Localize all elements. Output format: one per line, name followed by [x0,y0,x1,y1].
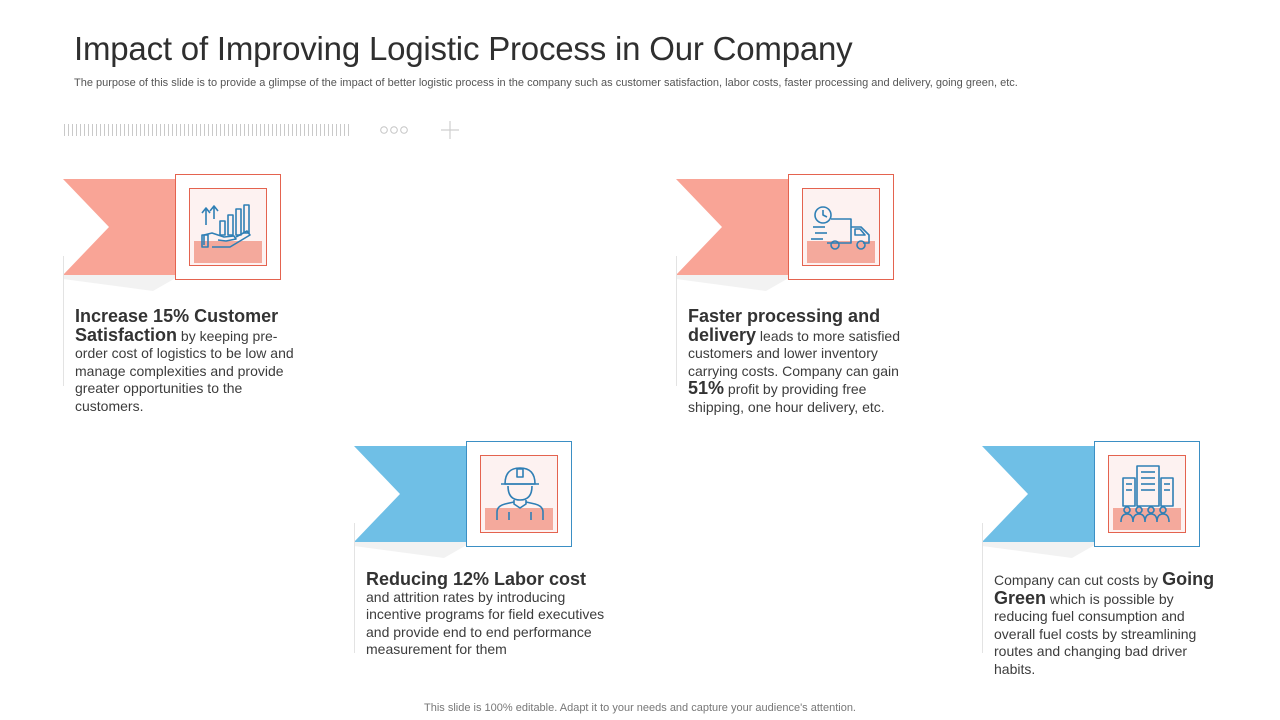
card-heading: Reducing 12% Labor cost [366,569,587,589]
slide-subtitle: The purpose of this slide is to provide … [74,77,1018,89]
card-customer-satisfaction: Increase 15% Customer Satisfaction by ke… [63,174,303,434]
card-heading: Going Green [994,569,1215,608]
card-heading: Increase 15% Customer Satisfaction [75,306,279,345]
decorative-dots-icon [380,126,408,134]
card-body: and attrition rates by introducing incen… [366,588,605,658]
icon-frame [788,174,894,280]
card-text: Increase 15% Customer Satisfaction by ke… [75,306,300,415]
icon-frame [466,441,572,547]
card-body-lead: Company can cut costs by [994,572,1163,588]
card-body-cont: profit by providing free shipping, one h… [688,381,885,415]
green-building-people-icon [1120,465,1174,523]
card-labor-cost: Reducing 12% Labor cost and attrition ra… [354,441,614,671]
card-text: Company can cut costs by Going Green whi… [994,569,1219,678]
salmon-ribbon [63,179,181,291]
card-highlight: 51% [688,378,725,398]
card-faster-delivery: Faster processing and delivery leads to … [676,174,926,434]
icon-frame [175,174,281,280]
blue-ribbon [354,446,472,558]
card-text: Faster processing and delivery leads to … [688,306,918,416]
card-going-green: Company can cut costs by Going Green whi… [982,441,1222,691]
card-body: which is possible by reducing fuel consu… [994,590,1197,677]
delivery-truck-icon [811,206,870,250]
icon-frame [1094,441,1200,547]
card-body: by keeping pre-order cost of logistics t… [75,327,294,414]
decorative-plus-icon [441,121,459,139]
decorative-bars [64,124,350,136]
worker-helmet-icon [496,467,544,520]
footer-note: This slide is 100% editable. Adapt it to… [424,702,856,714]
slide-title: Impact of Improving Logistic Process in … [74,30,853,67]
card-text: Reducing 12% Labor cost and attrition ra… [366,569,611,659]
card-body: leads to more satisfied customers and lo… [688,327,901,379]
blue-ribbon [982,446,1100,558]
hand-growth-chart-icon [201,204,251,248]
salmon-ribbon [676,179,794,291]
card-heading: Faster processing and delivery [688,306,881,345]
